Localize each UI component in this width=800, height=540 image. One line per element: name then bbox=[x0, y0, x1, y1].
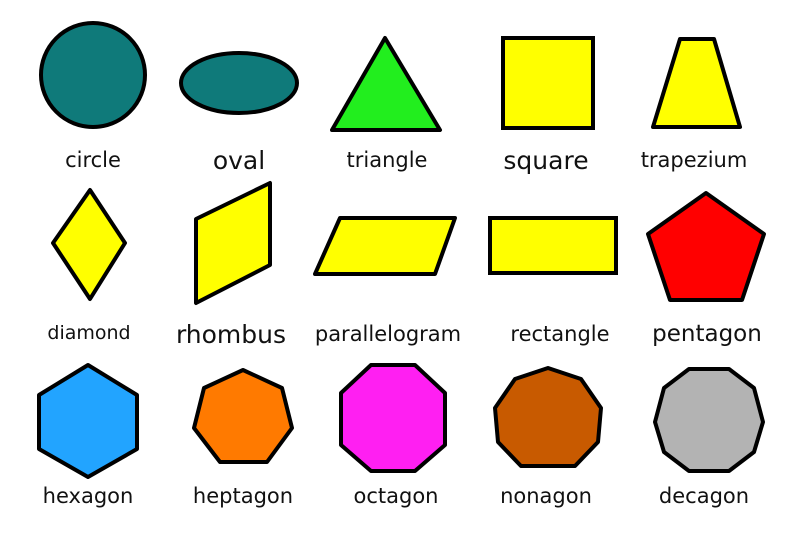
diamond-shape bbox=[13, 180, 173, 310]
parallelogram-label: parallelogram bbox=[314, 322, 462, 346]
hexagon-shape bbox=[13, 350, 173, 480]
triangle-label: triangle bbox=[346, 148, 428, 172]
circle-shape bbox=[13, 10, 173, 140]
rhombus-label: rhombus bbox=[175, 320, 287, 349]
pentagon-shape bbox=[626, 180, 786, 310]
heptagon-shape bbox=[161, 350, 321, 480]
triangle-shape bbox=[307, 10, 467, 140]
diamond-label: diamond bbox=[47, 322, 131, 344]
octagon-shape bbox=[310, 350, 470, 480]
decagon-label: decagon bbox=[658, 484, 750, 508]
square-shape bbox=[468, 10, 628, 140]
rhombus-shape bbox=[152, 180, 312, 310]
hexagon-label: hexagon bbox=[42, 484, 134, 508]
oval-label: oval bbox=[212, 146, 266, 175]
heptagon-label: heptagon bbox=[192, 484, 294, 508]
rectangle-shape bbox=[473, 180, 633, 310]
decagon-shape bbox=[626, 350, 786, 480]
trapezium-shape bbox=[616, 10, 776, 140]
square-label: square bbox=[503, 146, 589, 175]
pentagon-label: pentagon bbox=[652, 321, 762, 347]
circle-label: circle bbox=[65, 148, 121, 172]
nonagon-shape bbox=[468, 350, 628, 480]
trapezium-label: trapezium bbox=[640, 148, 748, 172]
rectangle-label: rectangle bbox=[510, 322, 610, 346]
octagon-label: octagon bbox=[353, 484, 439, 508]
oval-shape bbox=[161, 10, 321, 140]
parallelogram-shape bbox=[307, 180, 467, 310]
nonagon-label: nonagon bbox=[500, 484, 592, 508]
